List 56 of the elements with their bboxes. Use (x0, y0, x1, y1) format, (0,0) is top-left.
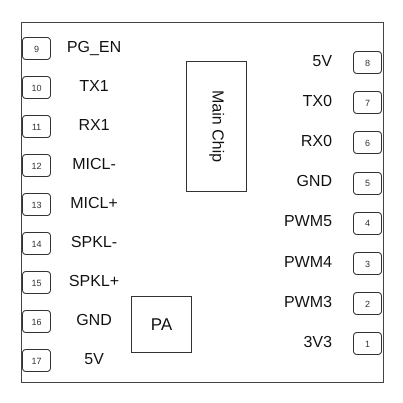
pin-pad (22, 193, 51, 216)
pin-pad (22, 37, 51, 60)
pin-name: PG_EN (66, 38, 122, 56)
pin-name: PWM4 (284, 254, 332, 272)
pin-name: GND (296, 173, 332, 192)
pin-pad (22, 271, 51, 294)
module-outline (21, 22, 384, 383)
pin-name: RX0 (300, 132, 332, 151)
pin-number: 7 (364, 98, 370, 108)
block-label: PA (150, 314, 172, 334)
pin-name: SPKL- (70, 234, 118, 252)
pin-number: 11 (32, 122, 42, 132)
block-label: Main Chip (208, 90, 226, 163)
pin-pad (22, 154, 51, 177)
pin-number: 15 (31, 278, 42, 288)
pin-name: TX0 (302, 92, 332, 111)
pin-number: 4 (364, 218, 370, 228)
pin-pad (353, 131, 382, 154)
pin-pad (353, 51, 382, 74)
pin-number: 1 (364, 338, 370, 349)
pin-number: 2 (364, 298, 370, 309)
pin-number: 9 (34, 44, 39, 54)
pin-name: 5V (312, 52, 332, 70)
pin-name: 3V3 (304, 334, 332, 352)
pin-pad (22, 115, 51, 138)
pin-number: 12 (31, 160, 42, 170)
pin-number: 17 (31, 356, 42, 366)
pin-pad (22, 76, 51, 99)
pin-name: TX1 (78, 78, 110, 96)
pin-pad (353, 212, 382, 235)
pin-pad (22, 310, 51, 333)
pin-pad (22, 232, 51, 255)
pin-pad (353, 252, 382, 275)
pin-number: 5 (364, 178, 370, 188)
pin-pad (22, 349, 51, 372)
pin-number: 14 (31, 238, 42, 248)
pin-name: SPKL+ (68, 272, 120, 290)
pin-number: 6 (364, 138, 370, 148)
pin-name: RX1 (77, 116, 111, 134)
pin-pad (353, 292, 382, 316)
pin-number: 3 (364, 258, 370, 268)
pin-number: 8 (364, 58, 370, 68)
pin-pad (353, 91, 382, 114)
pin-name: PWM5 (284, 213, 332, 232)
pin-name: PWM3 (284, 294, 332, 312)
pin-number: 13 (31, 200, 42, 210)
pin-name: MICL+ (69, 194, 119, 212)
amplifier-block (131, 296, 192, 353)
pin-name: MICL- (71, 156, 117, 174)
pin-number: 10 (31, 82, 42, 92)
pin-name: GND (75, 312, 113, 330)
pin-pad (353, 172, 382, 195)
pin-number: 16 (31, 316, 42, 326)
pin-pad (353, 332, 382, 356)
chip-block (186, 61, 247, 192)
pin-name: 5V (83, 350, 105, 368)
